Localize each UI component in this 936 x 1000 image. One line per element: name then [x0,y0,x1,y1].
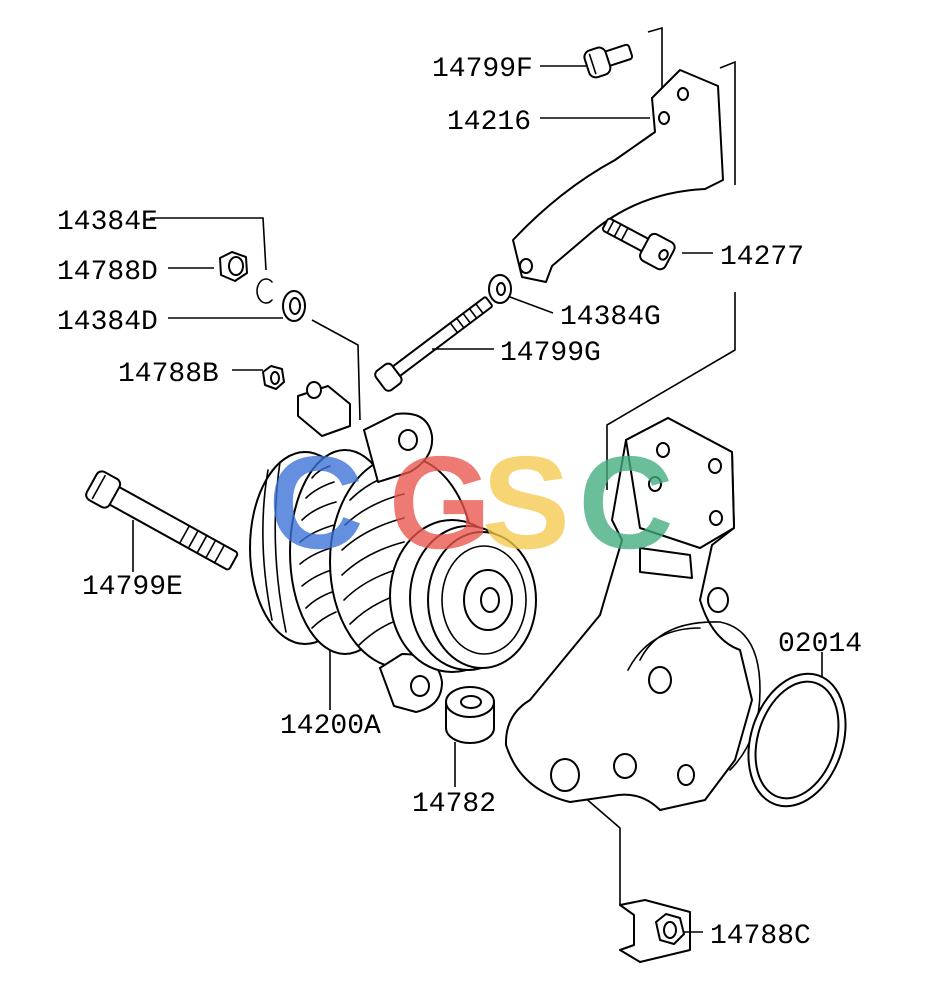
gasket-02014 [747,672,847,808]
nut-14788D [219,251,248,282]
cgsc-watermark: C G S C [268,429,673,576]
part-labels: 14799F 14216 14384E 14788D 14384D 14277 … [57,54,862,952]
label-14788D: 14788D [57,257,158,288]
label-14788B: 14788B [118,359,219,390]
engine-bracket [504,417,761,811]
label-14200A: 14200A [280,711,381,742]
bolt-14799E [85,470,239,571]
clip-14384E [256,278,273,304]
watermark-letter-c-green: C [578,429,673,576]
reference-lines [311,26,736,905]
spacer-14782 [445,686,495,744]
label-14216: 14216 [447,107,531,138]
bracket-14216 [512,69,724,283]
label-14799F: 14799F [432,54,533,85]
label-14277: 14277 [720,242,804,273]
leader-lines [132,65,823,933]
label-02014: 02014 [778,629,862,660]
alternator-14200A [249,381,537,713]
label-14384D: 14384D [57,307,158,338]
label-14799G: 14799G [500,338,601,369]
label-14788C: 14788C [710,921,811,952]
label-14384G: 14384G [560,302,661,333]
watermark-letter-c-blue: C [268,429,363,576]
watermark-letter-g-red: G [389,429,492,576]
nut-14788B [262,365,285,390]
watermark-letter-s-yellow: S [482,429,570,576]
label-14384E: 14384E [57,207,158,238]
washer-14384D [282,290,306,322]
washer-14384G [488,274,512,304]
label-14799E: 14799E [82,572,183,603]
label-14782: 14782 [412,789,496,820]
nut-14788C [619,899,691,963]
bolt-14799F [583,43,634,79]
bolt-14277 [602,217,676,271]
bolt-14799G [374,296,493,392]
